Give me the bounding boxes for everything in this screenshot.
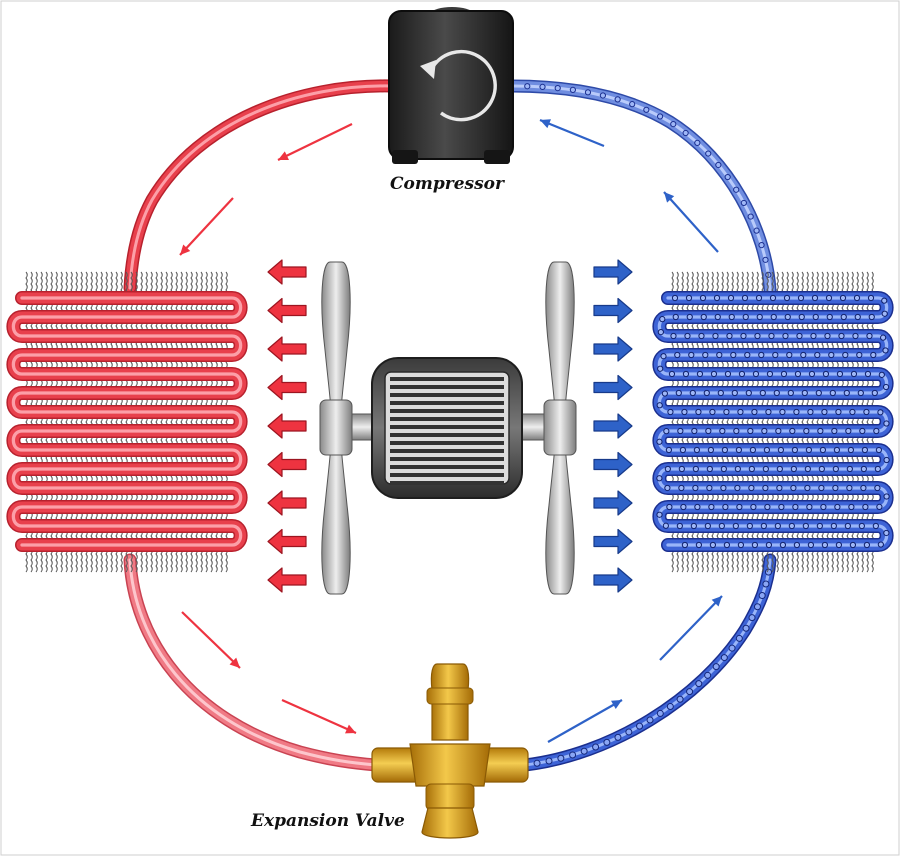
refrigerant-bubble bbox=[569, 751, 577, 759]
refrigerant-bubble bbox=[724, 173, 731, 181]
evaporator-coil bbox=[652, 291, 894, 552]
airflow-arrow bbox=[267, 528, 307, 555]
refrigerant-bubble bbox=[735, 634, 743, 642]
airflow-arrow bbox=[593, 336, 633, 362]
fan-blade-right bbox=[543, 261, 577, 595]
airflow-arrow bbox=[267, 336, 307, 362]
refrigerant-bubble bbox=[629, 101, 636, 108]
refrigerant-bubble bbox=[603, 738, 611, 746]
refrigerant-bubble bbox=[625, 728, 633, 736]
refrigerant-bubble bbox=[694, 139, 701, 146]
refrigerant-bubble bbox=[762, 580, 770, 588]
refrigerant-bubble bbox=[720, 654, 728, 662]
fan-assembly bbox=[319, 261, 577, 595]
refrigerant-bubble bbox=[599, 92, 607, 99]
airflow-arrow bbox=[267, 297, 307, 324]
airflow-arrow bbox=[267, 374, 307, 401]
refrigerant-bubble bbox=[592, 743, 600, 751]
refrigerant-bubble bbox=[554, 84, 561, 92]
hot-discharge-line bbox=[128, 84, 394, 290]
refrigerant-bubble bbox=[747, 213, 754, 220]
refrigerant-bubble bbox=[580, 747, 588, 755]
airflow-arrow bbox=[593, 567, 633, 593]
refrigerant-bubble bbox=[753, 603, 761, 611]
refrigerant-bubble bbox=[539, 83, 546, 90]
flow-arrow bbox=[663, 191, 719, 253]
refrigerant-bubble bbox=[656, 709, 664, 717]
flow-arrow bbox=[659, 595, 723, 661]
flow-arrow bbox=[281, 698, 357, 735]
airflow-arrow bbox=[593, 451, 633, 478]
condenser-coil bbox=[6, 291, 248, 552]
flow-arrow bbox=[179, 197, 234, 256]
motor-icon bbox=[371, 357, 523, 499]
refrigerant-bubble bbox=[636, 722, 644, 730]
refrigerant-bubble bbox=[643, 106, 650, 113]
expansion-valve bbox=[371, 663, 529, 839]
refrigerant-bubble bbox=[656, 113, 664, 120]
airflow-arrow bbox=[593, 490, 633, 516]
hot-liquid-line bbox=[128, 558, 378, 767]
refrigerant-bubble bbox=[682, 129, 689, 137]
refrigerant-bubble bbox=[614, 733, 622, 741]
refrigerant-bubble bbox=[740, 199, 747, 207]
flow-arrows bbox=[179, 118, 723, 743]
refrigerant-bubble bbox=[742, 624, 750, 632]
refrigerant-bubble bbox=[614, 96, 621, 103]
cold-suction-line-top bbox=[510, 84, 772, 292]
refrigerant-bubble bbox=[715, 161, 722, 169]
refrigerant-bubble bbox=[748, 614, 756, 622]
refrigerant-bubble bbox=[524, 83, 531, 90]
flow-arrow bbox=[277, 123, 353, 161]
refrigerant-bubble bbox=[733, 186, 740, 193]
refrigerant-bubble bbox=[545, 757, 553, 765]
refrigerant-bubble bbox=[646, 716, 654, 724]
refrigerant-bubble bbox=[569, 86, 576, 93]
refrigerant-bubble bbox=[712, 663, 720, 671]
airflow-arrow bbox=[267, 490, 307, 516]
refrigerant-bubble bbox=[762, 256, 769, 263]
airflow-arrow bbox=[593, 413, 633, 439]
flow-arrow bbox=[547, 699, 623, 743]
compressor bbox=[388, 7, 514, 164]
compressor-label: Compressor bbox=[390, 174, 504, 194]
refrigerant-bubble bbox=[705, 150, 712, 157]
airflow-arrow bbox=[267, 259, 307, 285]
refrigerant-bubble bbox=[753, 227, 760, 234]
airflow-arrow bbox=[267, 413, 307, 439]
refrigerant-bubble bbox=[686, 688, 694, 696]
flow-arrow bbox=[181, 611, 241, 669]
refrigerant-bubble bbox=[758, 241, 765, 249]
refrigerant-lines bbox=[123, 79, 777, 772]
flow-arrow bbox=[539, 118, 605, 148]
airflow-arrow bbox=[593, 297, 633, 324]
hot-airflow-arrows bbox=[267, 259, 307, 593]
airflow-arrow bbox=[267, 451, 307, 478]
refrigerant-bubble bbox=[728, 644, 736, 652]
refrigerant-bubble bbox=[584, 89, 592, 96]
refrigerant-bubble bbox=[557, 754, 565, 762]
refrigerant-bubble bbox=[670, 121, 677, 128]
airflow-arrow bbox=[593, 374, 633, 401]
refrigerant-bubble bbox=[533, 759, 541, 767]
airflow-arrow bbox=[593, 528, 633, 555]
refrigerant-bubble bbox=[666, 703, 674, 711]
fan-blade-left bbox=[319, 261, 353, 595]
expansion-valve-label: Expansion Valve bbox=[251, 811, 405, 831]
refrigerant-bubble bbox=[695, 680, 703, 688]
cold-airflow-arrows bbox=[593, 259, 633, 593]
airflow-arrow bbox=[267, 567, 307, 593]
rotation-arrow-icon bbox=[420, 49, 497, 122]
refrigerant-bubble bbox=[758, 592, 766, 600]
refrigerant-bubble bbox=[676, 695, 684, 703]
refrigerant-bubble bbox=[704, 671, 712, 679]
airflow-arrow bbox=[593, 259, 633, 285]
